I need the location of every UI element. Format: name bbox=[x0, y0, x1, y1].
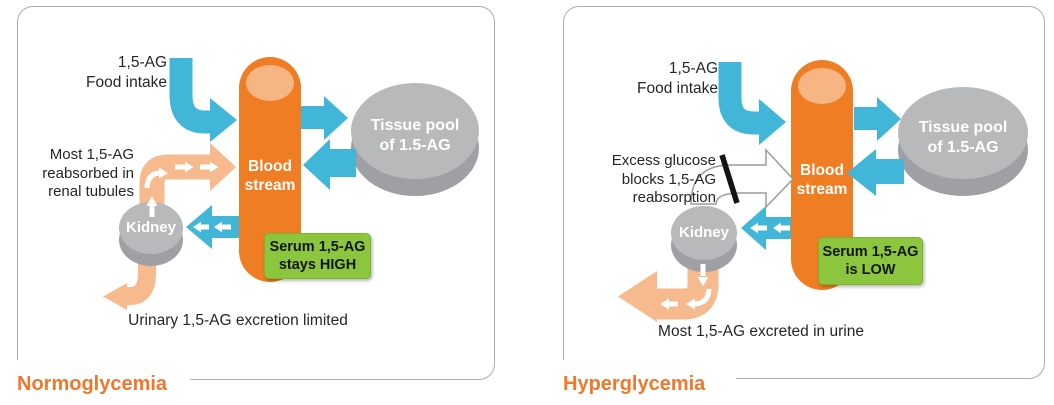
kidney-disk bbox=[119, 202, 183, 266]
tissue-to-bloodstream-arrow bbox=[303, 139, 356, 190]
panel-hyperglycemia: 1,5-AG Food intake Excess glucose blocks… bbox=[563, 6, 1045, 379]
normoglycemia-diagram bbox=[103, 57, 479, 310]
panel-title-hyperglycemia: Hyperglycemia bbox=[556, 360, 736, 405]
bloodstream-cylinder bbox=[791, 60, 853, 290]
serum-status-badge: Serum 1,5-AG stays HIGH bbox=[264, 233, 371, 279]
block-slash-icon bbox=[719, 154, 740, 204]
tissue-pool-label: Tissue pool of 1.5-AG bbox=[370, 117, 460, 154]
flow-direction-arrows bbox=[144, 161, 231, 233]
food-intake-label: 1,5-AG Food intake bbox=[86, 54, 167, 91]
bloodstream-to-tissue-arrow bbox=[301, 96, 348, 140]
bloodstream-cylinder bbox=[239, 57, 301, 282]
panel-normoglycemia: 1,5-AG Food intake Most 1,5-AG reabsorbe… bbox=[17, 6, 495, 380]
food-intake-arrow bbox=[169, 58, 237, 142]
bloodstream-label: Blood stream bbox=[244, 158, 296, 194]
bloodstream-to-tissue-arrow bbox=[854, 97, 901, 141]
tissue-pool-disk bbox=[351, 83, 479, 196]
hyperglycemia-diagram bbox=[618, 60, 1028, 322]
flow-direction-arrows bbox=[660, 222, 790, 310]
food-intake-arrow bbox=[718, 62, 786, 145]
bloodstream-label: Blood stream bbox=[796, 162, 848, 198]
panel-title-normoglycemia: Normoglycemia bbox=[10, 360, 190, 405]
kidney-label: Kidney bbox=[678, 224, 729, 241]
tissue-pool-disk bbox=[898, 87, 1028, 196]
urinary-excretion-note: Urinary 1,5-AG excretion limited bbox=[128, 312, 348, 329]
reabsorption-note: Most 1,5-AG reabsorbed in renal tubules bbox=[42, 146, 134, 200]
urinary-excretion-note: Most 1,5-AG excreted in urine bbox=[658, 323, 864, 340]
tissue-to-bloodstream-arrow bbox=[847, 149, 904, 196]
serum-status-badge: Serum 1,5-AG is LOW bbox=[818, 237, 923, 285]
blocked-reabsorption-arrow bbox=[690, 148, 795, 209]
kidney-disk bbox=[671, 206, 737, 272]
kidney-label: Kidney bbox=[125, 219, 176, 236]
bloodstream-to-kidney-arrow bbox=[186, 205, 239, 249]
blockage-note: Excess glucose blocks 1,5-AG reabsorptio… bbox=[611, 152, 716, 206]
urine-excretion-arrow bbox=[103, 250, 156, 310]
food-intake-label: 1,5-AG Food intake bbox=[637, 60, 718, 97]
tissue-pool-label: Tissue pool of 1.5-AG bbox=[918, 119, 1008, 156]
